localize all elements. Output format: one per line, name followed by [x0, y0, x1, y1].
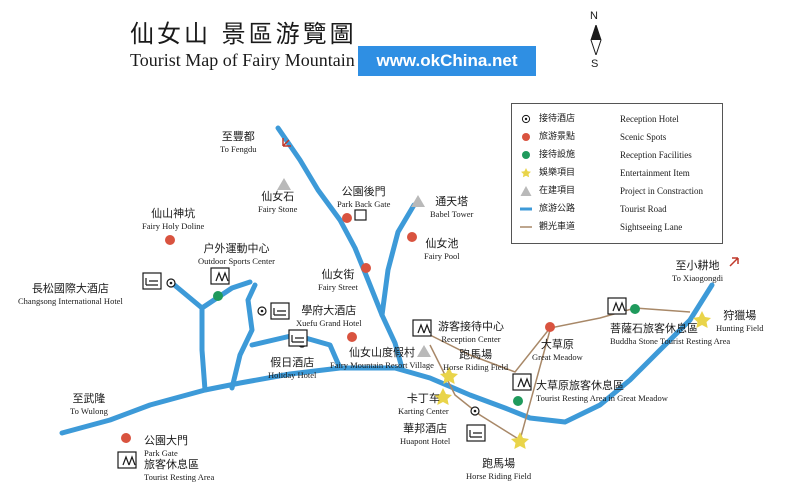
road-to-fengdu	[275, 125, 405, 371]
scenic-resort-village-icon	[347, 332, 357, 342]
scenic-fairy-holy-doline-icon	[165, 235, 175, 245]
map-title-zh: 仙女山 景區游覽圖	[130, 20, 357, 48]
legend-row-scenic: 旅游景點 Scenic Spots	[512, 130, 722, 144]
construction-babel-icon	[411, 195, 425, 207]
entertainment-icon	[521, 168, 531, 178]
compass-south-label: S	[591, 58, 599, 70]
entertainment-hunting-icon	[693, 311, 711, 328]
entertainment-horse-1-icon	[440, 367, 458, 384]
project-construction-icon	[520, 186, 532, 196]
facility-buddha-icon	[630, 304, 640, 314]
scenic-park-back-gate-icon	[342, 213, 352, 223]
facility-outdoor-icon	[213, 291, 223, 301]
legend-row-construction: 在建項目 Project in Constraction	[512, 184, 722, 198]
legend-row-entertainment: 娛樂項目 Entertainment Item	[512, 166, 722, 180]
compass-needle-icon	[590, 25, 602, 55]
construction-stone-icon	[277, 178, 291, 190]
scenic-park-gate-icon	[121, 433, 131, 443]
construction-projects	[277, 178, 431, 357]
scenic-fairy-pool-icon	[407, 232, 417, 242]
arrow-xiaogongdi-icon	[729, 257, 739, 267]
road-west-branch-b	[199, 279, 253, 311]
road-west-branch-a	[169, 280, 208, 393]
tourist-road-icon	[520, 207, 532, 211]
sightseeing-lane-icon	[520, 226, 532, 228]
road-holiday-spur	[249, 332, 343, 371]
legend-row-hotel: 接待酒店 Reception Hotel	[512, 112, 722, 126]
entertainment-horse-2-icon	[511, 432, 529, 449]
scenic-fairy-street-icon	[361, 263, 371, 273]
reception-hotel-icon	[521, 114, 531, 124]
reception-facilities	[213, 291, 640, 406]
scenic-great-meadow-icon	[545, 322, 555, 332]
scenic-spot-icon	[522, 133, 530, 141]
legend-row-road: 旅游公路 Tourist Road	[512, 202, 722, 216]
scenic-spots	[121, 213, 555, 443]
gate-icon-backgate	[354, 209, 367, 221]
arrows	[282, 138, 739, 267]
compass-north-label: N	[590, 10, 598, 22]
road-to-babel-tower	[379, 202, 417, 318]
compass: N S	[585, 10, 607, 72]
facility-meadow-icon	[513, 396, 523, 406]
pictogram-marks	[122, 271, 626, 466]
map-title-en: Tourist Map of Fairy Mountain	[130, 50, 355, 70]
road-west-branch-c	[229, 282, 258, 391]
legend-row-lane: 觀光車道 Sightseeing Lane	[512, 220, 722, 234]
watermark-banner[interactable]: www.okChina.net	[358, 46, 536, 76]
entertainment-items	[434, 311, 711, 449]
entertainment-karting-icon	[434, 388, 452, 405]
legend-row-facility: 接待設施 Reception Facilities	[512, 148, 722, 162]
construction-resort-icon	[417, 345, 431, 357]
map-legend: 接待酒店 Reception Hotel 旅游景點 Scenic Spots 接…	[511, 103, 723, 244]
reception-facility-icon	[522, 151, 530, 159]
arrow-fengdu-icon	[282, 138, 291, 147]
